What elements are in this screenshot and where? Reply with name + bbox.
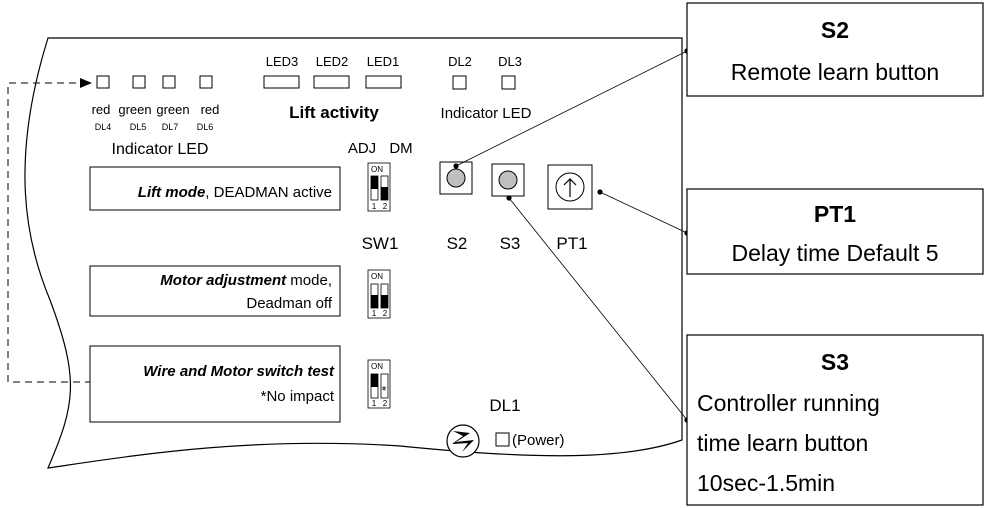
mode-wire-note: *No impact: [261, 388, 335, 405]
s3-label: S3: [500, 234, 521, 253]
mode-wire-title: Wire and Motor switch test: [143, 363, 335, 380]
callout-s3-line1: Controller running: [697, 390, 880, 416]
led3: [263, 75, 300, 89]
mode-box-motor-adjustment: [89, 265, 341, 317]
power-symbol-icon: [446, 424, 480, 458]
sw1-label: SW1: [362, 234, 399, 253]
dl-indicator-caption: Indicator LED: [441, 105, 532, 122]
power-led: [495, 432, 510, 447]
callout-s3: [686, 334, 984, 506]
led-id-dl5: DL5: [130, 122, 147, 132]
led2: [313, 75, 350, 89]
switch-header-adj: ADJ: [348, 140, 376, 157]
leader-pt1: [599, 191, 688, 234]
led-dl6: [199, 75, 213, 89]
dip-switch-motor-adjustment: ON 1 2: [367, 269, 391, 319]
callout-pt1: [686, 188, 984, 275]
led-dl3: [501, 75, 516, 90]
mode-lift-text: Lift mode, DEADMAN active: [138, 184, 332, 201]
dip-switch-lift: ON 1 2: [367, 162, 391, 212]
callout-s2-line1: Remote learn button: [731, 59, 939, 85]
led1-label: LED1: [367, 54, 400, 69]
svg-text:1: 1: [372, 202, 377, 211]
led-dl4: [96, 75, 110, 89]
led-color-dl5: green: [118, 102, 151, 117]
led-id-dl6: DL6: [197, 122, 214, 132]
led2-label: LED2: [316, 54, 349, 69]
lift-activity-caption: Lift activity: [289, 103, 379, 122]
callout-s2: [686, 2, 984, 97]
callout-s3-line2: time learn button: [697, 430, 868, 456]
led-color-dl7: green: [156, 102, 189, 117]
callout-pt1-title: PT1: [814, 201, 856, 227]
svg-text:1: 1: [372, 399, 377, 408]
svg-text:1: 1: [372, 309, 377, 318]
led-color-dl4: red: [92, 102, 111, 117]
dip-switch-wire-test: ON * 1 2: [367, 359, 391, 409]
left-indicator-caption: Indicator LED: [112, 141, 209, 158]
power-label: (Power): [512, 432, 565, 449]
svg-text:ON: ON: [371, 165, 383, 174]
mode-box-lift: [89, 166, 341, 211]
dl3-label: DL3: [498, 54, 522, 69]
s2-label: S2: [447, 234, 468, 253]
led-dl7: [162, 75, 176, 89]
leader-s3: [508, 197, 688, 421]
s3-button: [491, 163, 525, 197]
svg-text:2: 2: [383, 399, 388, 408]
led-dl5: [132, 75, 146, 89]
mode-motor-line1: Motor adjustment mode,: [160, 272, 332, 289]
switch-header-dm: DM: [389, 140, 412, 157]
led1: [365, 75, 402, 89]
led-color-dl6: red: [201, 102, 220, 117]
mode-motor-line2: Deadman off: [246, 295, 332, 312]
svg-text:ON: ON: [371, 272, 383, 281]
svg-text:2: 2: [383, 309, 388, 318]
led-id-dl4: DL4: [95, 122, 112, 132]
pt1-label: PT1: [556, 234, 587, 253]
callout-s2-title: S2: [821, 17, 849, 43]
arrow-head-icon: [80, 78, 92, 88]
led-dl2: [452, 75, 467, 90]
svg-text:*: *: [381, 383, 386, 398]
callout-s3-title: S3: [821, 349, 849, 375]
led3-label: LED3: [266, 54, 299, 69]
dashed-link-line: [7, 82, 92, 383]
led-id-dl7: DL7: [162, 122, 179, 132]
mode-box-wire-test: [89, 345, 341, 423]
dl1-label: DL1: [489, 396, 520, 415]
svg-text:ON: ON: [371, 362, 383, 371]
callout-pt1-line1: Delay time Default 5: [731, 240, 938, 266]
dl2-label: DL2: [448, 54, 472, 69]
svg-text:2: 2: [383, 202, 388, 211]
pt1-potentiometer: [547, 164, 593, 210]
leader-s2: [455, 50, 688, 167]
callout-s3-line3: 10sec-1.5min: [697, 470, 835, 496]
